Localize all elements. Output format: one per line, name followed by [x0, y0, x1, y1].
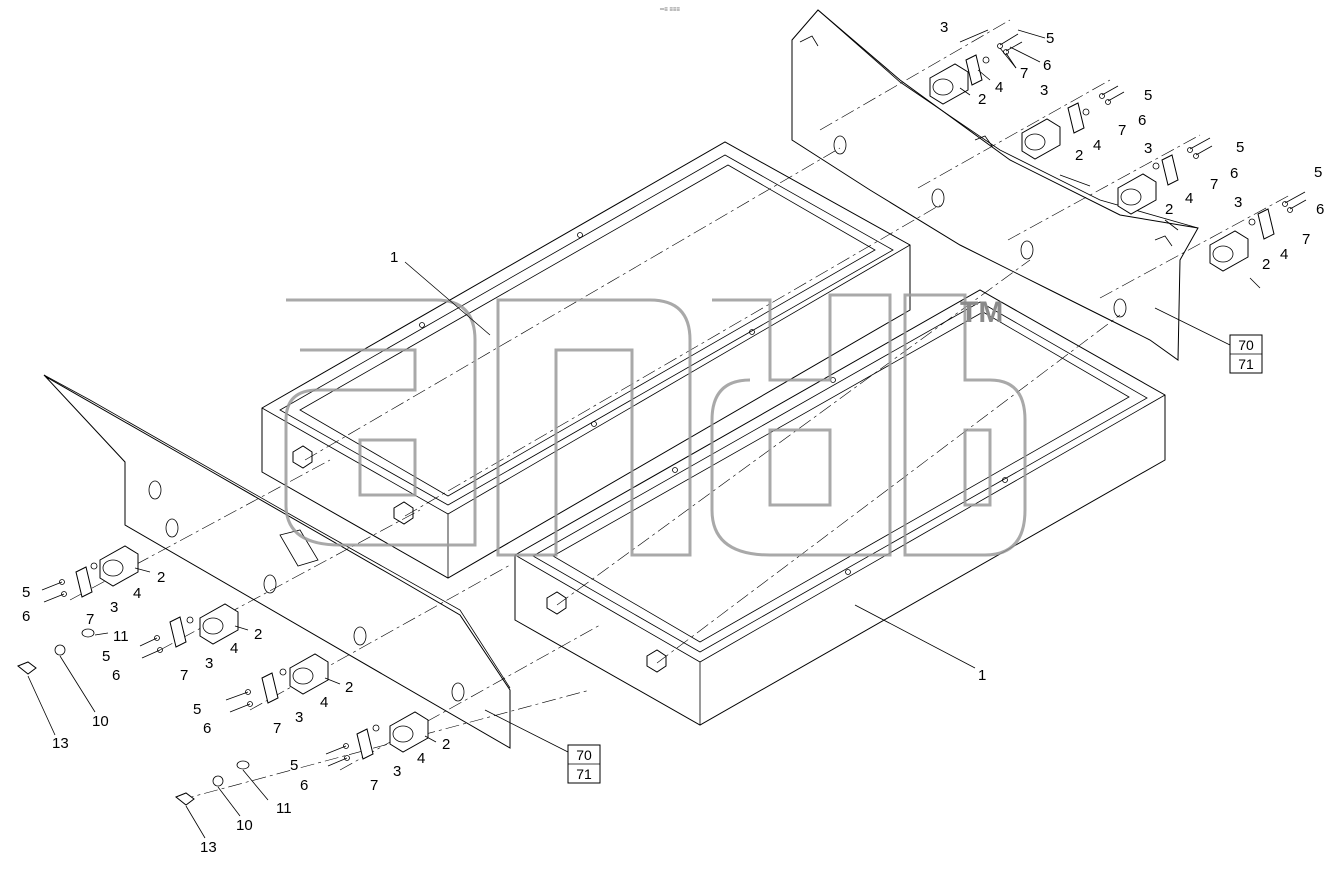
reference-box-rear: 70 71	[1229, 334, 1263, 374]
watermark-logo: TM	[284, 293, 1027, 557]
label-6: 6	[112, 667, 120, 684]
label-3: 3	[1040, 82, 1048, 99]
label-4: 4	[417, 750, 425, 767]
ref-bottom: 71	[1238, 356, 1254, 372]
label-7: 7	[273, 720, 281, 737]
label-11: 11	[276, 800, 292, 817]
label-7: 7	[180, 667, 188, 684]
label-5: 5	[193, 701, 201, 718]
leader-lines	[27, 29, 1261, 839]
label-4: 4	[133, 585, 141, 602]
label-2: 2	[254, 626, 262, 643]
label-7: 7	[1118, 122, 1126, 139]
battery-box-lower	[514, 289, 1166, 726]
label-7: 7	[86, 611, 94, 628]
ref-top: 70	[1238, 337, 1254, 353]
label-7: 7	[1020, 65, 1028, 82]
label-3: 3	[205, 655, 213, 672]
header-code: ═≡ ≡≡≡	[659, 7, 680, 13]
label-6: 6	[1043, 57, 1051, 74]
label-3: 3	[1144, 140, 1152, 157]
label-3: 3	[110, 599, 118, 616]
label-7: 7	[370, 777, 378, 794]
label-2: 2	[157, 569, 165, 586]
label-6: 6	[203, 720, 211, 737]
label-6: 6	[1230, 165, 1238, 182]
label-6: 6	[300, 777, 308, 794]
label-4: 4	[1093, 137, 1101, 154]
trademark-text: TM	[960, 296, 1003, 329]
center-lines	[69, 19, 1291, 801]
ref-bottom: 71	[576, 766, 592, 782]
label-5: 5	[22, 584, 30, 601]
label-5: 5	[290, 757, 298, 774]
battery-box-upper	[261, 141, 911, 579]
label-1-upper-box: 1	[390, 249, 398, 266]
label-3: 3	[393, 763, 401, 780]
label-4: 4	[320, 694, 328, 711]
label-3: 3	[1234, 194, 1242, 211]
label-2: 2	[978, 91, 986, 108]
label-4: 4	[1185, 190, 1193, 207]
label-4: 4	[1280, 246, 1288, 263]
label-11: 11	[113, 628, 129, 645]
label-10: 10	[236, 817, 253, 834]
label-2: 2	[1165, 201, 1173, 218]
label-13: 13	[52, 735, 69, 752]
label-2: 2	[345, 679, 353, 696]
front-panel	[43, 374, 511, 749]
label-2: 2	[1075, 147, 1083, 164]
ref-top: 70	[576, 747, 592, 763]
label-7: 7	[1210, 176, 1218, 193]
callout-labels: 1 1 3 5 6 7 4 2 3 5 6 7 4 2 3 5 6 7 4 2 …	[22, 19, 1324, 856]
label-5: 5	[102, 648, 110, 665]
label-1-lower-box: 1	[978, 667, 986, 684]
label-5: 5	[1046, 30, 1054, 47]
rear-panel	[791, 9, 1199, 361]
label-4: 4	[995, 79, 1003, 96]
reference-box-front: 70 71	[567, 744, 601, 784]
label-6: 6	[22, 608, 30, 625]
fastener-groups	[17, 33, 1307, 806]
label-7: 7	[1302, 231, 1310, 248]
label-5: 5	[1236, 139, 1244, 156]
label-3: 3	[295, 709, 303, 726]
label-3: 3	[940, 19, 948, 36]
label-6: 6	[1316, 201, 1324, 218]
label-2: 2	[1262, 256, 1270, 273]
label-5: 5	[1314, 164, 1322, 181]
label-5: 5	[1144, 87, 1152, 104]
label-4: 4	[230, 640, 238, 657]
label-13: 13	[200, 839, 217, 856]
label-10: 10	[92, 713, 109, 730]
label-2: 2	[442, 736, 450, 753]
label-6: 6	[1138, 112, 1146, 129]
